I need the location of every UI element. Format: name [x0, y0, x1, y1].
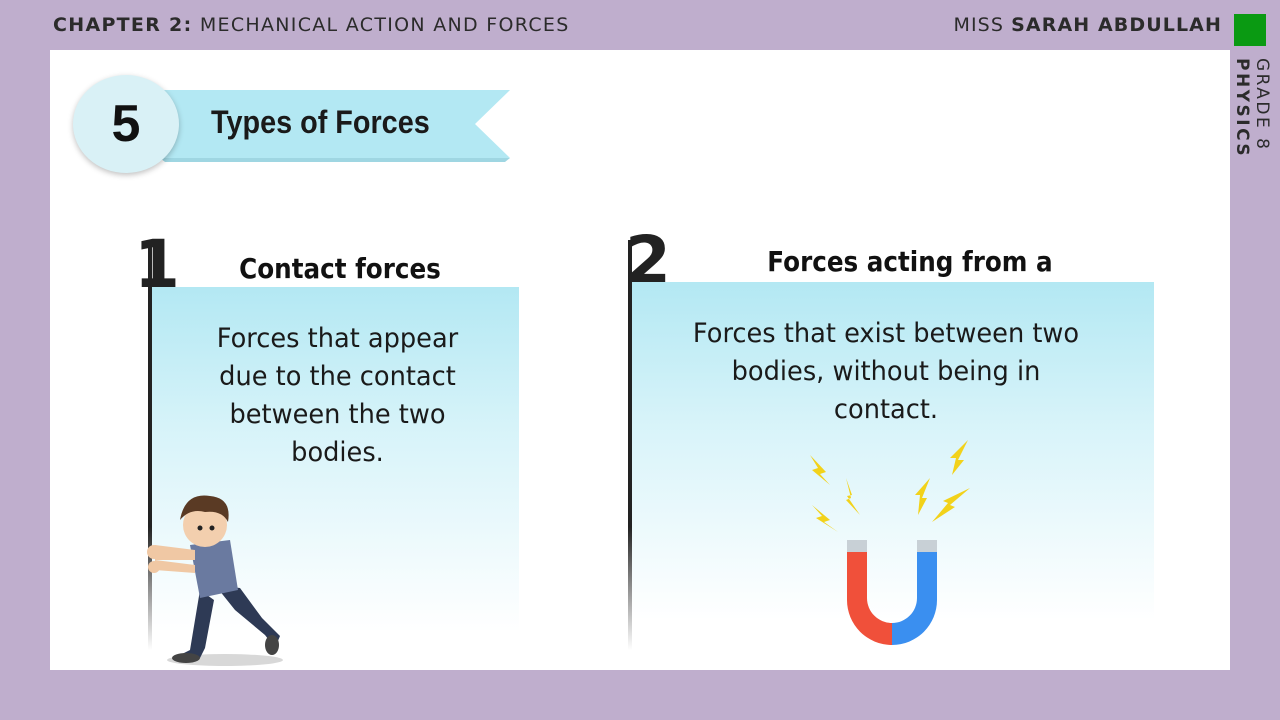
card-2-panel — [632, 282, 1154, 620]
chapter-label: CHAPTER 2: — [53, 14, 193, 36]
grade-label: GRADE 8 — [1252, 58, 1272, 152]
card-1-number: 1 — [134, 226, 180, 303]
chapter-title: MECHANICAL ACTION AND FORCES — [199, 14, 570, 36]
chapter-header: CHAPTER 2: MECHANICAL ACTION AND FORCES — [53, 14, 570, 36]
section-title: Types of Forces — [211, 104, 430, 140]
teacher-header: MISS SARAH ABDULLAH — [953, 14, 1222, 36]
accent-square — [1234, 14, 1266, 46]
teacher-prefix: MISS — [953, 14, 1004, 36]
section-number: 5 — [73, 75, 179, 173]
teacher-name: SARAH ABDULLAH — [1011, 14, 1222, 36]
subject-label: PHYSICS — [1232, 58, 1252, 159]
grade-subject-label: GRADE 8 PHYSICS — [1232, 58, 1272, 258]
lightning-icon — [810, 440, 970, 532]
card-2-text: Forces that exist between two bodies, wi… — [692, 318, 1080, 425]
card-1-divider — [148, 240, 152, 650]
card-1-title: Contact forces — [239, 252, 441, 285]
card-1-text: Forces that appear due to the contact be… — [216, 323, 459, 468]
card-2-divider — [628, 240, 632, 650]
